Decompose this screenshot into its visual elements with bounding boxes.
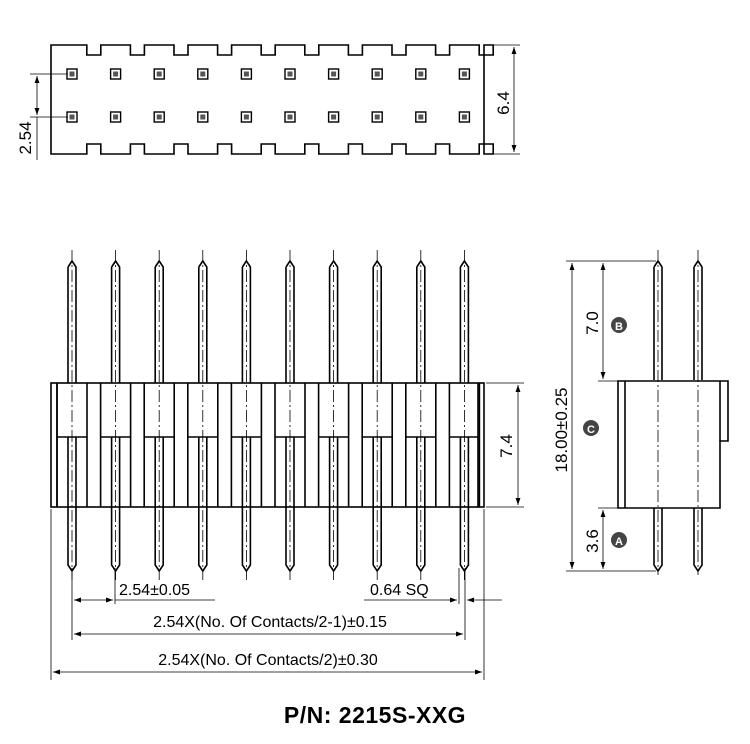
front-view-body [50,382,485,508]
svg-text:B: B [615,321,623,333]
header-pin [198,250,208,580]
marker-a-icon: A [611,532,627,548]
side-view-pin [653,250,663,575]
dim-top-pitch: 2.54 [16,121,35,154]
svg-text:C: C [587,424,595,436]
side-view [566,250,729,575]
front-view-pins [67,250,470,580]
svg-text:A: A [615,536,623,548]
pin-square [327,111,340,123]
header-pin [154,250,164,580]
header-pin [110,250,121,580]
header-pin [67,250,77,580]
pin-square [284,68,296,80]
side-view-housing [617,380,729,509]
pin-square [66,111,78,123]
pin-square [197,111,209,123]
header-pin [328,250,339,580]
dim-front-row-span: 2.54X(No. Of Contacts/2-1)±0.15 [153,614,387,631]
marker-b-icon: B [611,317,627,333]
pin-square [458,111,471,123]
dim-front-total-length: 2.54X(No. Of Contacts/2)±0.30 [158,652,378,669]
pin-square [109,111,122,123]
pin-square [66,68,78,80]
pin-square [371,68,383,80]
dim-front-pitch: 2.54±0.05 [119,582,190,599]
top-view-pins [66,68,471,123]
header-pin [372,250,382,580]
side-view-pin [693,250,703,575]
header-pin [285,250,295,580]
dim-side-total: 18.00±0.25 [552,388,571,473]
header-pin [416,250,426,580]
pin-square [371,111,383,123]
pin-square [327,68,340,80]
pin-square [415,68,427,80]
part-number: P/N: 2215S-XXG [283,702,467,728]
front-view-cells [56,383,481,507]
dim-front-pin-size: 0.64 SQ [370,582,429,599]
dim-side-upper: 7.0 [583,311,602,335]
dim-top-height: 6.4 [494,91,513,115]
pin-square [240,111,253,123]
pin-square [284,111,296,123]
marker-c-icon: C [583,420,599,436]
header-pin [241,250,252,580]
pin-square [240,68,253,80]
top-view-body-outline [50,44,494,155]
dim-front-body-height: 7.4 [497,434,516,458]
pin-square [458,68,471,80]
pin-square [415,111,427,123]
top-view [30,44,520,160]
front-view [50,250,524,680]
pin-square [109,68,122,80]
dim-side-lower: 3.6 [583,529,602,553]
pin-square [153,68,165,80]
header-pin [459,250,470,580]
pin-square [197,68,209,80]
pin-square [153,111,165,123]
